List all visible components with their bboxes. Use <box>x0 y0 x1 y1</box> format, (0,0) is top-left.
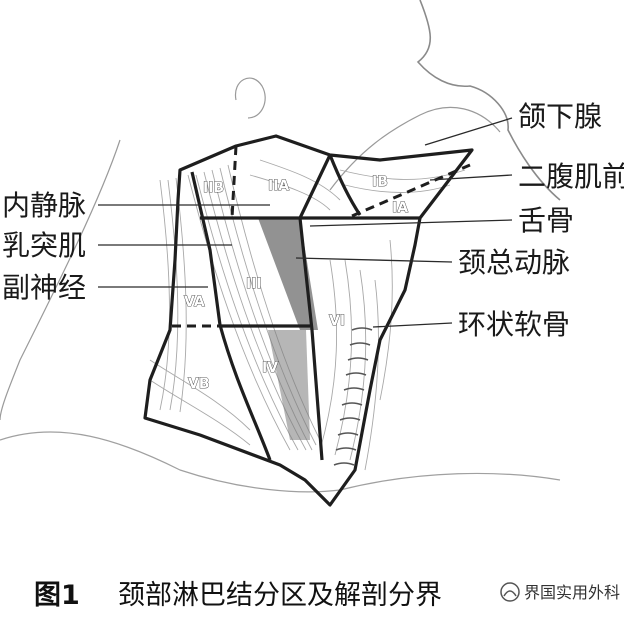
level-vi-boundary <box>298 154 332 461</box>
back-neck-outline <box>0 139 121 421</box>
face-profile-outline <box>416 0 561 201</box>
watermark: 界国实用外科 <box>500 582 620 602</box>
label-cricoid: 环状软骨 <box>458 308 570 341</box>
iib-iia-dashed-line <box>230 145 238 219</box>
zone-boundaries <box>143 134 474 507</box>
right-labels: 颌下腺 二腹肌前 舌骨 颈总动脉 环状软骨 <box>458 100 624 341</box>
ear-outline <box>234 77 266 119</box>
trachea-rings <box>333 327 373 466</box>
zone-label-ia: IA <box>392 200 408 216</box>
label-sternocleidomastoid: 乳突肌 <box>2 229 86 262</box>
leader-cricoid <box>372 322 453 328</box>
zone-label-va: VA <box>184 294 205 310</box>
leader-digastric <box>429 174 513 181</box>
leader-submandibular <box>424 117 513 146</box>
outer-boundary <box>143 134 474 507</box>
caption-title: 颈部淋巴结分区及解剖分界 <box>118 580 442 611</box>
leader-hyoid <box>309 219 513 227</box>
zone-label-iii: III <box>246 276 262 292</box>
label-submandibular-gland: 颌下腺 <box>518 100 602 133</box>
label-carotid: 颈总动脉 <box>458 246 570 279</box>
leader-lines <box>98 117 513 328</box>
zone-label-iv: IV <box>262 360 278 376</box>
zone-label-iia: IIA <box>268 178 289 194</box>
shoulder-outline <box>0 431 341 493</box>
figure-caption: 图1 颈部淋巴结分区及解剖分界 <box>34 580 442 611</box>
zone-labels: IIB IIA IB IA III VA VI IV VB <box>184 174 409 393</box>
label-jugular-vein: 内静脉 <box>2 189 86 222</box>
watermark-logo-mark <box>503 590 517 597</box>
zone-label-vb: VB <box>188 376 210 392</box>
scm-posterior-edge <box>190 171 222 326</box>
ia-ib-dashed-line <box>351 163 471 218</box>
watermark-logo-icon <box>500 582 520 602</box>
watermark-text: 界国实用外科 <box>524 583 620 602</box>
zone-label-ib: IB <box>372 174 388 190</box>
left-labels: 内静脉 乳突肌 副神经 <box>2 189 86 304</box>
label-hyoid: 舌骨 <box>518 204 574 237</box>
submandibular-boundary <box>328 154 362 216</box>
leader-carotid <box>295 257 453 263</box>
label-digastric: 二腹肌前 <box>518 160 624 193</box>
caption-figure-label: 图1 <box>34 580 80 611</box>
label-accessory-nerve: 副神经 <box>2 271 86 304</box>
scm-anterior-edge <box>218 324 272 461</box>
zone-label-iib: IIB <box>203 180 224 196</box>
dashed-boundaries <box>172 145 471 328</box>
jaw-outline <box>329 106 501 191</box>
zone-label-vi: VI <box>329 313 345 329</box>
chest-outline <box>339 472 561 491</box>
carotid-lower-shading <box>268 330 310 440</box>
